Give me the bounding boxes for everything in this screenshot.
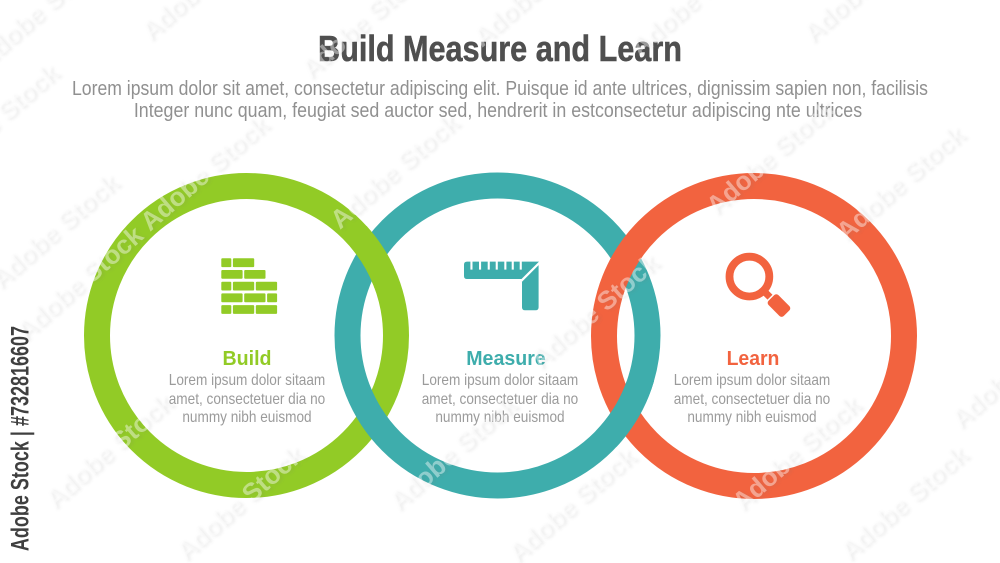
svg-text:Adobe Stock: Adobe Stock bbox=[501, 441, 641, 563]
svg-text:Adobe Stock: Adobe Stock bbox=[524, 247, 664, 374]
svg-text:Adobe Stock: Adobe Stock bbox=[466, 0, 606, 53]
svg-text:Adobe Stock: Adobe Stock bbox=[833, 439, 973, 563]
svg-text:Adobe Stock: Adobe Stock bbox=[324, 107, 464, 234]
svg-text:Adobe Stock: Adobe Stock bbox=[726, 389, 866, 516]
svg-text:Adobe Stock: Adobe Stock bbox=[169, 439, 309, 563]
svg-text:Adobe Stock: Adobe Stock bbox=[134, 0, 274, 47]
svg-text:Adobe Stock: Adobe Stock bbox=[944, 307, 1000, 434]
svg-text:Adobe Stock: Adobe Stock bbox=[624, 0, 764, 63]
svg-text:Adobe Stock: Adobe Stock bbox=[134, 109, 274, 236]
svg-text:Adobe Stock: Adobe Stock bbox=[700, 93, 840, 220]
svg-text:Adobe Stock: Adobe Stock bbox=[0, 0, 109, 75]
svg-text:Adobe Stock: Adobe Stock bbox=[382, 389, 522, 516]
svg-text:Adobe Stock: Adobe Stock bbox=[0, 57, 64, 184]
svg-text:Adobe Stock: Adobe Stock bbox=[38, 387, 178, 514]
svg-text:Adobe Stock: Adobe Stock bbox=[830, 119, 970, 246]
